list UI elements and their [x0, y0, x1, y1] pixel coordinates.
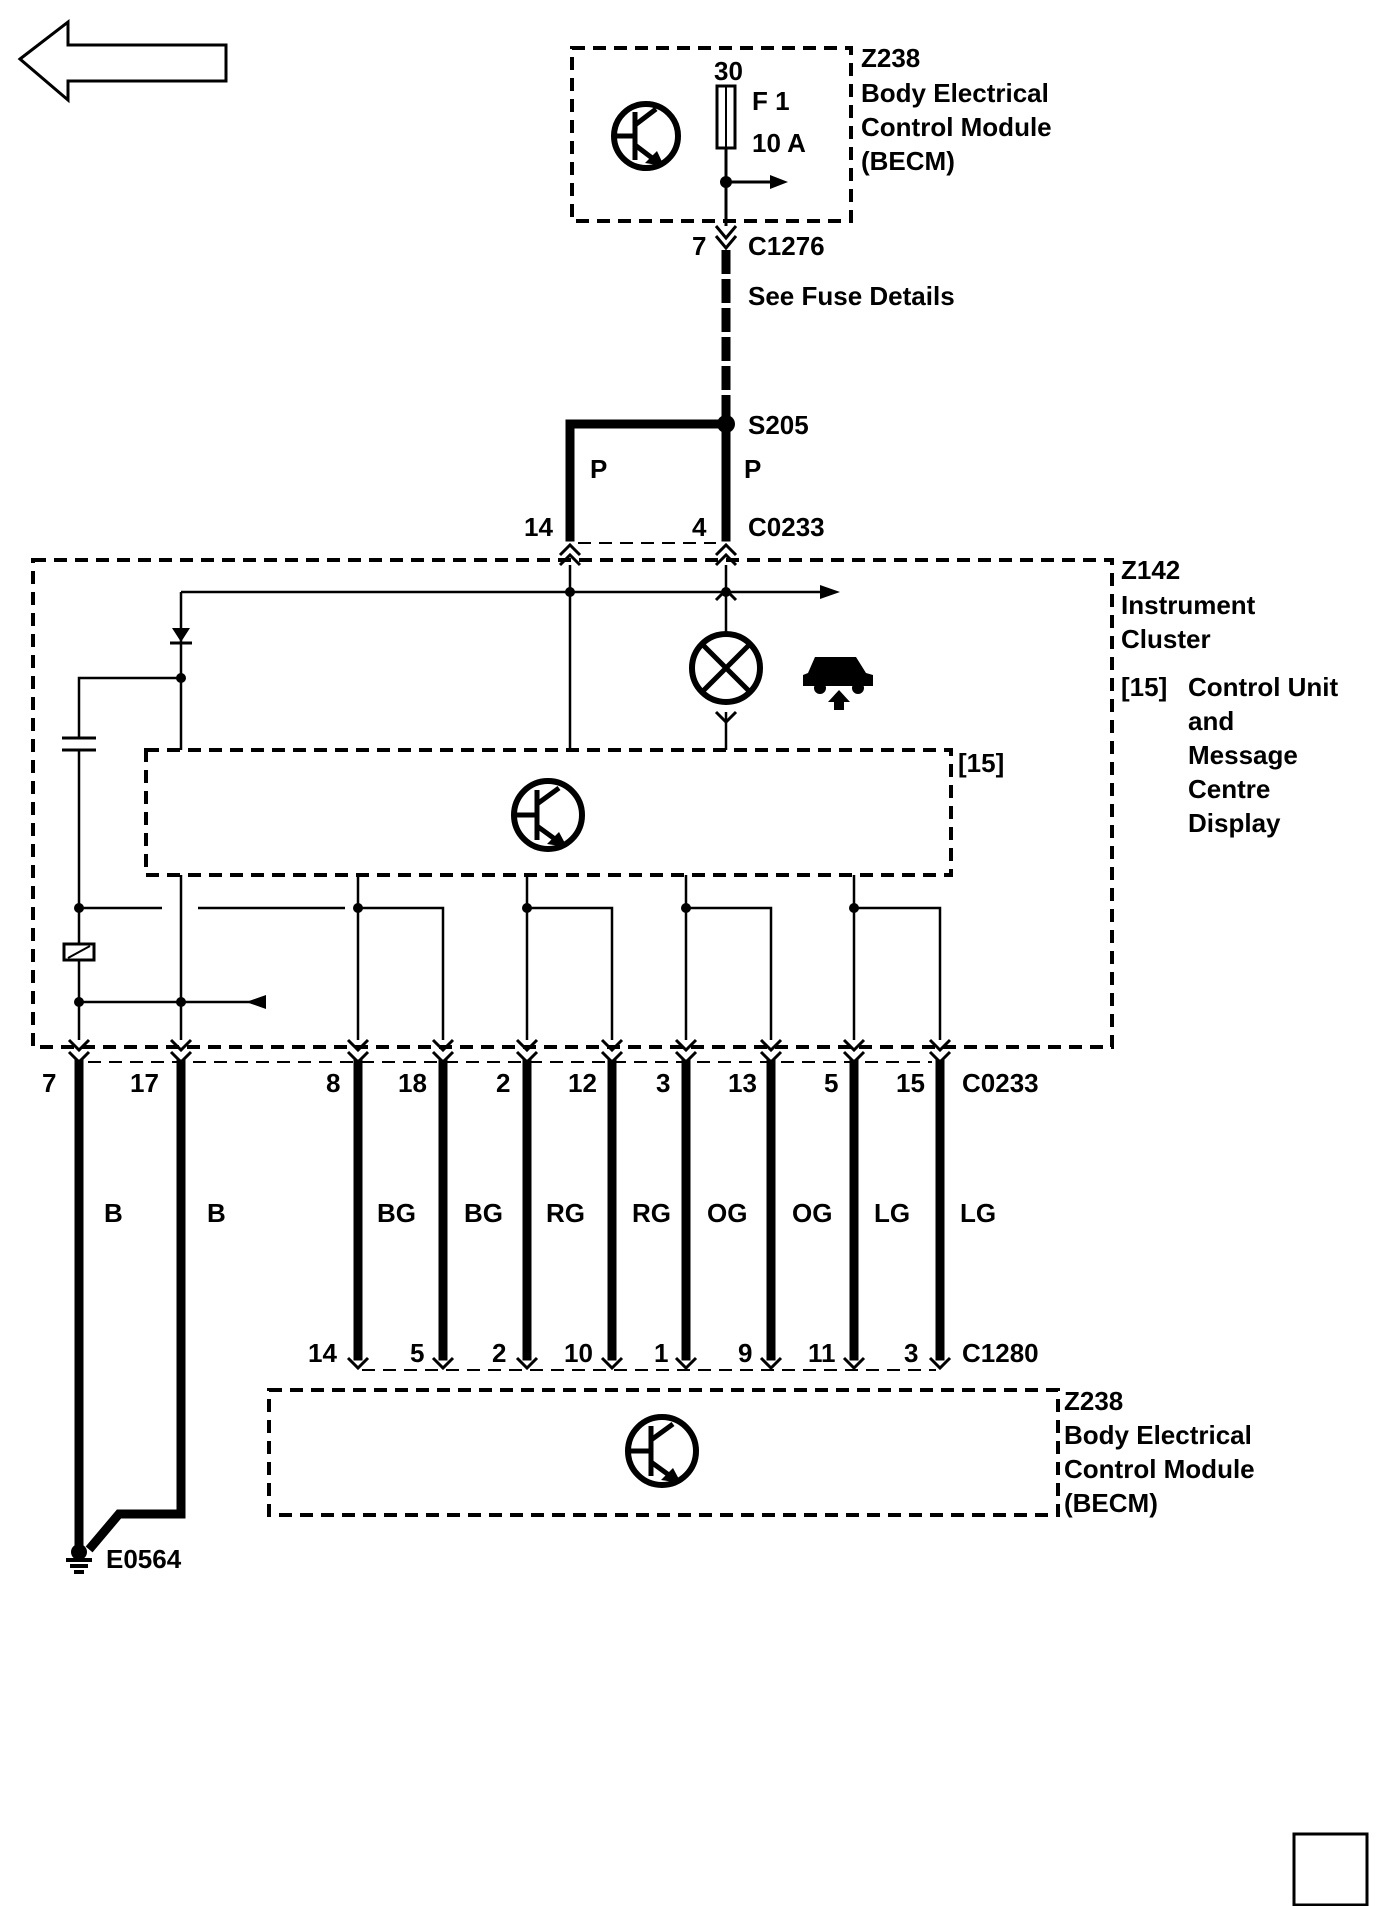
fuse-note: See Fuse Details — [748, 281, 955, 311]
wire-color: BG — [464, 1198, 503, 1228]
arrow-right-icon — [770, 175, 788, 189]
wire-color: OG — [707, 1198, 747, 1228]
splice-color-right: P — [744, 454, 761, 484]
back-arrow-icon[interactable] — [17, 18, 228, 104]
wire-color: RG — [546, 1198, 585, 1228]
c0233-pin: 17 — [130, 1068, 159, 1098]
c0233-pin: 2 — [496, 1068, 510, 1098]
splice-ref: S205 — [748, 410, 809, 440]
becm-bottom-name-3: (BECM) — [1064, 1488, 1158, 1518]
fuse-icon — [715, 84, 737, 150]
becm-bottom-box — [267, 1388, 1060, 1517]
becm-top-fuse-name: F 1 — [752, 86, 790, 116]
cluster-subref: [15] — [1121, 672, 1167, 702]
cluster-top-pin-right: 4 — [692, 512, 707, 542]
c1280-pin: 14 — [308, 1338, 337, 1368]
cluster-inner-ref: [15] — [958, 748, 1004, 778]
arrow-right-icon — [820, 585, 840, 599]
c0233-pin: 7 — [42, 1068, 56, 1098]
splice-color-left: P — [590, 454, 607, 484]
control-unit-box — [144, 748, 953, 877]
c0233-pin: 15 — [896, 1068, 925, 1098]
c1280-pin: 5 — [410, 1338, 424, 1368]
becm-top-ref: Z238 — [861, 43, 920, 73]
c1280-connector: C1280 — [962, 1338, 1039, 1368]
wire-color: BG — [377, 1198, 416, 1228]
arrow-left-icon — [246, 995, 266, 1009]
car-warning-icon — [803, 657, 873, 710]
wire-color: RG — [632, 1198, 671, 1228]
diode-icon — [170, 628, 192, 645]
ground-icon — [66, 1544, 92, 1574]
becm-top-box — [570, 46, 853, 223]
becm-bottom-name-1: Body Electrical — [1064, 1420, 1252, 1450]
c0233-connector: C0233 — [962, 1068, 1039, 1098]
becm-top-name-1: Body Electrical — [861, 78, 1049, 108]
capacitor-icon — [62, 736, 96, 752]
cluster-sub-1: Control Unit — [1188, 672, 1339, 702]
wire-color: B — [207, 1198, 226, 1228]
c0233-pin: 8 — [326, 1068, 340, 1098]
c0233-pin: 13 — [728, 1068, 757, 1098]
becm-top-name-2: Control Module — [861, 112, 1052, 142]
c1280-pin: 1 — [654, 1338, 668, 1368]
cluster-sub-2: and — [1188, 706, 1234, 736]
becm-top-fuse-terminal: 30 — [714, 56, 743, 86]
becm-top-fuse-rating: 10 A — [752, 128, 806, 158]
c0233-pin: 3 — [656, 1068, 670, 1098]
becm-bottom-ref: Z238 — [1064, 1386, 1123, 1416]
cluster-sub-3: Message — [1188, 740, 1298, 770]
transistor-icon — [611, 101, 681, 171]
c1280-pin: 10 — [564, 1338, 593, 1368]
wire-color: B — [104, 1198, 123, 1228]
ground-ref: E0564 — [106, 1544, 182, 1574]
warning-lamp-icon — [689, 631, 763, 705]
c1280-pin: 11 — [808, 1338, 836, 1368]
cluster-sub-4: Centre — [1188, 774, 1270, 804]
cluster-name-1: Instrument — [1121, 590, 1256, 620]
c0233-pin: 18 — [398, 1068, 427, 1098]
cluster-sub-5: Display — [1188, 808, 1281, 838]
becm-top-pin: 7 — [692, 231, 706, 261]
transistor-icon — [625, 1414, 699, 1488]
transistor-icon — [511, 778, 585, 852]
relay-coil-icon — [62, 942, 96, 962]
cluster-top-connector: C0233 — [748, 512, 825, 542]
becm-top-connector: C1276 — [748, 231, 825, 261]
c1280-pin: 9 — [738, 1338, 752, 1368]
wire-color: LG — [874, 1198, 910, 1228]
c1280-pin: 3 — [904, 1338, 918, 1368]
cluster-name-2: Cluster — [1121, 624, 1211, 654]
cluster-top-pin-left: 14 — [524, 512, 553, 542]
becm-bottom-name-2: Control Module — [1064, 1454, 1255, 1484]
ground-wire — [85, 1059, 186, 1553]
page-corner-box[interactable] — [1292, 1832, 1369, 1906]
splice-wire-left — [565, 419, 725, 542]
wire-color: LG — [960, 1198, 996, 1228]
c1280-pin: 2 — [492, 1338, 506, 1368]
cluster-ref: Z142 — [1121, 555, 1180, 585]
c0233-pin: 5 — [824, 1068, 838, 1098]
becm-top-name-3: (BECM) — [861, 146, 955, 176]
wire-color: OG — [792, 1198, 832, 1228]
c0233-pin: 12 — [568, 1068, 597, 1098]
cluster-box — [31, 558, 1114, 1049]
